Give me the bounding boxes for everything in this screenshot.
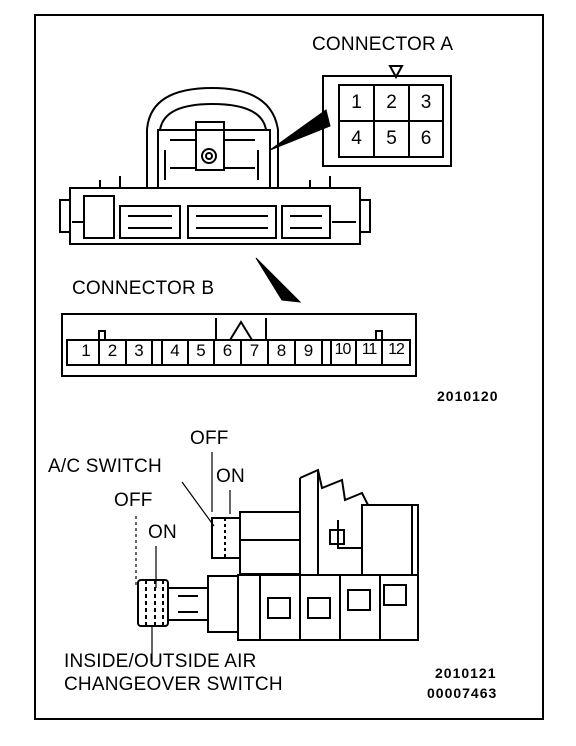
figure-code-bottom: 2010121: [435, 665, 497, 681]
connector-b-pin: 9: [303, 341, 314, 360]
on-label-upper: ON: [216, 466, 245, 487]
connector-b-title: CONNECTOR B: [72, 278, 215, 299]
connector-b-box: [61, 313, 417, 377]
connector-b-pin-row: 1 2 3 4 5 6 7 8 9 10 11 12: [67, 341, 410, 365]
connector-a-pin: 4: [351, 128, 362, 149]
off-label-upper: OFF: [190, 428, 229, 449]
off-label-lower: OFF: [114, 490, 153, 511]
connector-b-pin: 7: [249, 341, 260, 360]
figure-frame: [34, 14, 544, 720]
connector-a-key-marker: [388, 65, 404, 80]
air-switch-label-line1: INSIDE/OUTSIDE AIR: [64, 651, 257, 672]
connector-a-pin: 5: [386, 128, 397, 149]
connector-b-pin: 4: [170, 341, 180, 360]
air-switch-label-line2: CHANGEOVER SWITCH: [64, 674, 283, 695]
connector-b-pin: 11: [361, 341, 378, 358]
connector-a-pin: 3: [420, 92, 432, 113]
connector-a-pin: 2: [386, 92, 397, 113]
connector-a-pin-grid: 1 2 3 4 5 6: [339, 85, 443, 157]
connector-b-pin: 2: [107, 341, 118, 360]
connector-b-pin: 3: [134, 341, 144, 360]
connector-a-leader: [269, 109, 331, 151]
connector-b-pin: 5: [196, 341, 206, 360]
connector-a-title: CONNECTOR A: [312, 34, 454, 55]
ac-switch-label: A/C SWITCH: [48, 456, 162, 477]
switch-body-top: [59, 86, 371, 245]
connector-b-pin: 10: [334, 341, 352, 358]
connector-b-pin: 8: [276, 341, 287, 360]
connector-a-pin: 1: [351, 92, 362, 113]
ac-switch-leader: [181, 481, 215, 527]
connector-a-pin: 6: [420, 128, 432, 149]
switch-assembly-bottom: [137, 468, 419, 641]
connector-b-leader: [255, 257, 302, 303]
connector-b-pin: 6: [222, 341, 233, 360]
figure-code-top: 2010120: [437, 388, 499, 404]
connector-b-pin: 1: [81, 341, 91, 360]
document-number: 00007463: [427, 685, 498, 701]
connector-b-pin: 12: [388, 341, 405, 358]
on-label-lower: ON: [148, 522, 177, 543]
